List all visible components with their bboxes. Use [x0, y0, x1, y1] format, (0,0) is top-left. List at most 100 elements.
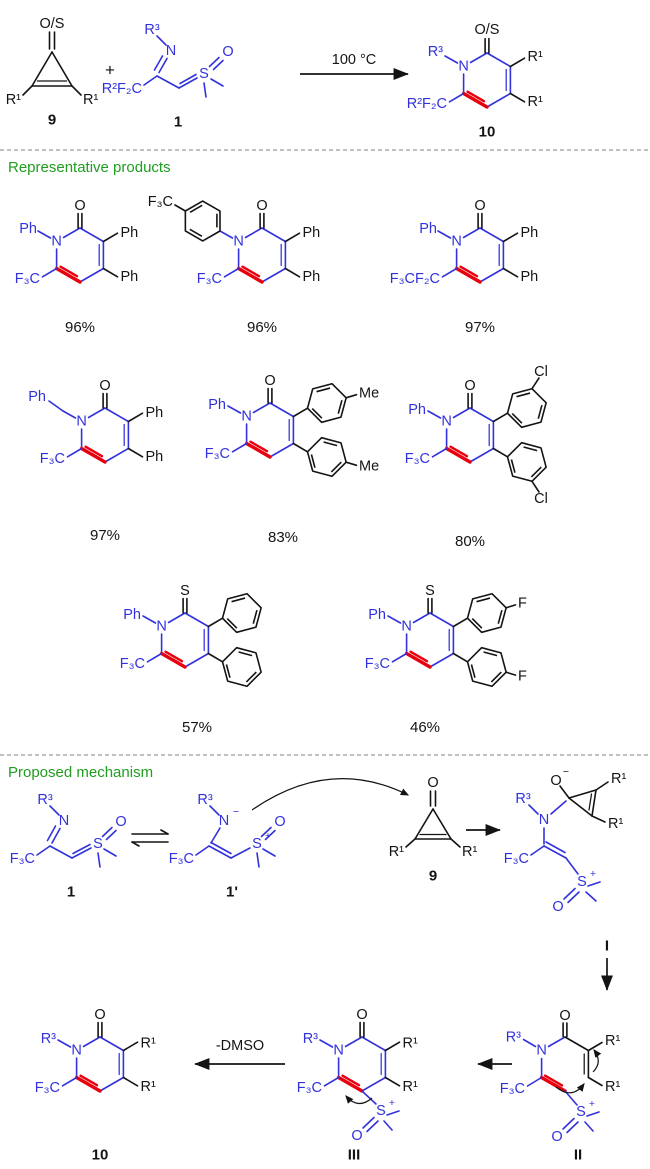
pyridinone-ring	[443, 36, 527, 109]
pyridinone-ring	[36, 211, 120, 284]
sulfur-label: S	[180, 583, 190, 599]
minus-charge: −	[563, 766, 569, 778]
cf3-label: F₃C	[205, 446, 230, 462]
phenyl-label: Ph	[146, 405, 164, 421]
cf3-label: F₃C	[35, 1080, 60, 1096]
oxygen-label: O	[551, 1129, 562, 1145]
pyridinone-ring	[318, 1020, 402, 1093]
plus-charge: +	[389, 1097, 395, 1109]
intermediate-II: N O R³ R¹ R¹ F₃C S + O II	[500, 1008, 621, 1164]
sulfur-label: S	[425, 583, 435, 599]
r1-label: R¹	[83, 92, 98, 108]
phenyl-label: Ph	[303, 225, 321, 241]
nitrogen-label: N	[539, 812, 549, 828]
pyridinone-ring	[218, 211, 302, 284]
cf3-label: F₃C	[120, 656, 145, 672]
r1-label: R¹	[528, 94, 543, 110]
ylide-1: R³ N R²F₂C S O 1	[102, 22, 234, 131]
nitrogen-label: N	[536, 1043, 546, 1059]
cf3-label: F₃C	[500, 1081, 525, 1097]
r1-label: R¹	[528, 49, 543, 65]
chloro-label: Cl	[534, 364, 548, 380]
sulfur-label: S	[376, 1103, 386, 1119]
mechanism-section-title: Proposed mechanism	[8, 764, 153, 781]
nitrogen-label: N	[59, 813, 69, 829]
r1-label: R¹	[141, 1036, 156, 1052]
phenyl-label: Ph	[146, 449, 164, 465]
n-phenyl-label: Ph	[123, 607, 141, 623]
dmso-label: -DMSO	[216, 1038, 264, 1054]
r1-label: R¹	[611, 771, 626, 787]
r3-label: R³	[428, 44, 443, 60]
r1-label: R¹	[462, 844, 477, 860]
sulfur-label: S	[577, 874, 587, 890]
oxygen-label: O	[115, 814, 126, 830]
r2f2c-label: R²F₂C	[102, 81, 142, 97]
oxygen-label: O	[559, 1008, 570, 1024]
product-10-final: O R³ R¹ R¹ F₃C 10	[35, 1007, 156, 1164]
fluoro-label: F	[518, 669, 527, 685]
yield-value: 96%	[247, 319, 277, 336]
r3-label: R³	[515, 791, 530, 807]
intermediate-III: O R³ R¹ R¹ F₃C S + O III	[297, 1007, 418, 1164]
fluorophenyl-ring	[462, 590, 512, 636]
product-7: S Ph F₃C 57%	[120, 583, 267, 736]
oxygen-label: O	[427, 775, 438, 791]
sulfur-label: S	[93, 836, 103, 852]
product-10-top: O/S R³ R¹ R¹ R²F₂C 10	[407, 22, 543, 141]
cf3-label: F₃C	[10, 851, 35, 867]
phenyl-label: Ph	[121, 225, 139, 241]
fluoro-label: F	[518, 596, 527, 612]
compound-1-number: 1	[174, 114, 182, 131]
oxygen-label: O	[99, 378, 110, 394]
compound-9-number: 9	[48, 112, 56, 129]
oxygen-label: O	[222, 44, 233, 60]
cf3-label: F₃C	[405, 451, 430, 467]
product-4: O Ph Ph Ph F₃C 97%	[28, 378, 163, 544]
mech-ylide-1: R³ N F₃C S O 1	[10, 792, 127, 901]
cyclopropenone-9: O/S R¹ R¹ 9	[6, 16, 99, 129]
pyridinone-ring	[61, 391, 145, 464]
o-s-label: O/S	[475, 22, 500, 38]
intermediate-I-number: I	[605, 938, 609, 955]
pyridinone-ring	[436, 211, 520, 284]
plus-sign: +	[105, 61, 115, 80]
product-2: O F₃C Ph Ph F₃C 96%	[148, 194, 320, 336]
product-8: S Ph F₃C F F 46%	[365, 583, 527, 736]
r3-label: R³	[41, 1031, 56, 1047]
cf3-label: F₃C	[15, 271, 40, 287]
methyl-label: Me	[359, 459, 379, 475]
r1-label: R¹	[403, 1079, 418, 1095]
chlorophenyl-ring	[502, 439, 552, 485]
products-section-title: Representative products	[8, 159, 171, 176]
nitrogen-label: N	[219, 813, 229, 829]
r1-label: R¹	[605, 1033, 620, 1049]
r2f2c-label: R²F₂C	[407, 96, 447, 112]
phenyl-ring	[217, 590, 267, 636]
r1-label: R¹	[608, 816, 623, 832]
product-1: O Ph Ph Ph F₃C 96%	[15, 198, 138, 336]
yield-value: 83%	[268, 529, 298, 546]
intermediate-III-number: III	[348, 1147, 361, 1164]
minus-charge: −	[233, 806, 239, 818]
n-phenyl-label: Ph	[419, 221, 437, 237]
cf3-label: F₃C	[297, 1080, 322, 1096]
reaction-scheme: O/S R¹ R¹ 9 + R³ N R²F₂C S	[6, 16, 543, 141]
alkoxide-oxygen-label: O	[550, 773, 561, 789]
phenyl-label: Ph	[521, 269, 539, 285]
phenyl-label: Ph	[121, 269, 139, 285]
phenethyl-phenyl-label: Ph	[28, 389, 46, 405]
n-phenyl-label: Ph	[368, 607, 386, 623]
yield-value: 46%	[410, 719, 440, 736]
r1-label: R¹	[389, 844, 404, 860]
plus-charge: +	[589, 1098, 595, 1110]
r3-label: R³	[506, 1030, 521, 1046]
nitrogen-label: N	[166, 43, 176, 59]
compound-1-number: 1	[67, 884, 75, 901]
r1-label: R¹	[605, 1079, 620, 1095]
oxygen-label: O	[356, 1007, 367, 1023]
compound-10-number: 10	[479, 124, 496, 141]
oxygen-label: O	[94, 1007, 105, 1023]
cf3-label: F₃C	[40, 451, 65, 467]
